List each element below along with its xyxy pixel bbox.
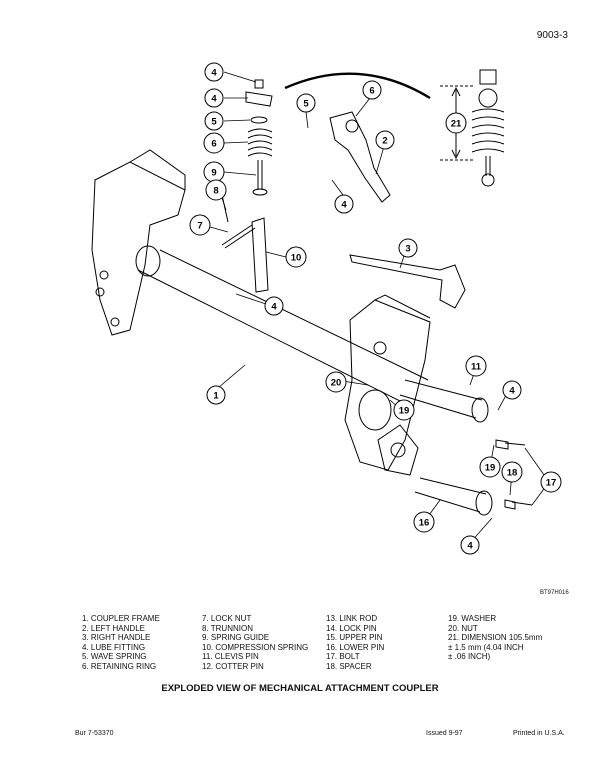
figure-caption: EXPLODED VIEW OF MECHANICAL ATTACHMENT C…: [161, 683, 439, 694]
dimension-21-detail: [440, 69, 505, 187]
legend-item: 16. LOWER PIN: [326, 642, 385, 652]
callout-19b: 19: [479, 456, 501, 478]
callout-label: 18: [507, 468, 518, 479]
callout-label: 8: [213, 186, 218, 197]
callout-label: 16: [419, 518, 430, 529]
callout-label: 6: [369, 86, 374, 97]
callout-7: 4: [204, 62, 224, 82]
callout-4b: 4: [264, 296, 284, 316]
legend-item: 4. LUBE FITTING: [82, 642, 146, 652]
legend-item: 11. CLEVIS PIN: [202, 652, 259, 662]
callout-label: 4: [467, 541, 473, 552]
callout-12: 8: [205, 179, 227, 201]
page-number: 9003-3: [536, 30, 568, 41]
callout-label: 17: [546, 478, 557, 489]
callout-label: 4: [341, 200, 347, 211]
callout-1: 1: [206, 385, 226, 405]
figure-code: BT97H016: [540, 590, 569, 596]
legend-item: 21. DIMENSION 105.5mm: [448, 633, 543, 643]
callout-15: 11: [465, 355, 487, 377]
callout-label: 7: [197, 221, 202, 232]
callout-9: 5: [204, 111, 224, 131]
callout-6: 6: [362, 80, 382, 100]
legend-item: 19. WASHER: [448, 614, 497, 623]
legend-item: 18. SPACER: [326, 661, 372, 671]
callout-label: 4: [211, 94, 217, 105]
callout-3: 3: [398, 238, 418, 258]
callout-label: 5: [211, 117, 217, 128]
callout-8: 4: [204, 88, 224, 108]
callout-21: 21: [445, 112, 467, 134]
legend-item: ± .06 INCH): [448, 652, 491, 662]
callout-19a: 19: [393, 399, 415, 421]
callout-14: 10: [285, 246, 307, 268]
callout-label: 6: [211, 139, 216, 150]
compression-spring: [247, 128, 273, 157]
callout-label: 3: [405, 244, 410, 255]
callout-label: 1: [213, 391, 219, 402]
callout-4c: 4: [502, 380, 522, 400]
legend-item: 15. UPPER PIN: [326, 633, 383, 643]
callout-label: 9: [211, 168, 216, 179]
callout-label: 19: [399, 406, 410, 417]
callout-label: 2: [382, 136, 387, 147]
right-side-plate: [344, 299, 431, 471]
legend-item: 1. COUPLER FRAME: [82, 614, 160, 623]
legend-item: 20. NUT: [448, 623, 478, 633]
legend-item: 8. TRUNNION: [202, 623, 253, 633]
upper-pin: [399, 379, 489, 423]
legend-column-2: 7. LOCK NUT 8. TRUNNION 9. SPRING GUIDE …: [202, 614, 308, 672]
left-side-plate: [91, 161, 186, 336]
legend-item: 7. LOCK NUT: [202, 614, 252, 623]
callout-label: 19: [485, 463, 496, 474]
lower-pin: [414, 477, 493, 516]
callout-5: 5: [296, 93, 316, 113]
legend-column-4: 19. WASHER 20. NUT 21. DIMENSION 105.5mm…: [448, 614, 542, 662]
legend-item: 2. LEFT HANDLE: [82, 623, 145, 633]
left-handle: [329, 111, 391, 203]
callout-10: 6: [203, 132, 225, 154]
callout-17: 17: [540, 471, 562, 493]
callout-4d: 4: [460, 535, 480, 555]
callout-label: 10: [291, 253, 302, 264]
callout-20: 20: [325, 371, 347, 393]
legend-item: 12. COTTER PIN: [202, 661, 264, 671]
callout-4a: 4: [334, 194, 354, 214]
footer-document-number: Bur 7-53370: [75, 730, 114, 737]
callout-18: 18: [501, 461, 523, 483]
callout-label: 5: [303, 99, 309, 110]
callout-label: 11: [471, 362, 482, 373]
callout-13: 9: [203, 161, 225, 183]
legend-column-3: 13. LINK ROD 14. LOCK PIN 15. UPPER PIN …: [326, 614, 384, 672]
legend-item: 3. RIGHT HANDLE: [82, 633, 151, 643]
legend-item: 13. LINK ROD: [326, 614, 378, 623]
right-handle: [349, 254, 466, 309]
footer-printed: Printed in U.S.A.: [513, 730, 565, 737]
legend-item: 5. WAVE SPRING: [82, 652, 147, 662]
legend-column-1: 1. COUPLER FRAME 2. LEFT HANDLE 3. RIGHT…: [82, 614, 160, 672]
coupler-frame-tube: [135, 245, 429, 406]
footer-issued-date: Issued 9-97: [426, 730, 463, 737]
callout-16: 16: [413, 511, 435, 533]
callout-label: 20: [331, 378, 342, 389]
legend-item: 9. SPRING GUIDE: [202, 633, 270, 643]
callout-label: 21: [451, 119, 462, 130]
legend-item: 14. LOCK PIN: [326, 623, 377, 633]
callout-label: 4: [271, 302, 277, 313]
exploded-view-drawing: 4 4 5 6 9 8 7 10 5 6 2 4 3 4 1 20 19 11 …: [91, 62, 562, 555]
callout-label: 4: [211, 68, 217, 79]
legend-item: 17. BOLT: [326, 652, 360, 662]
callout-11: 7: [189, 214, 211, 236]
legend-item: ± 1.5 mm (4.04 INCH: [448, 642, 524, 652]
callout-2: 2: [375, 130, 395, 150]
callout-label: 4: [509, 386, 515, 397]
legend-item: 10. COMPRESSION SPRING: [202, 642, 309, 652]
legend-item: 6. RETAINING RING: [82, 661, 157, 671]
